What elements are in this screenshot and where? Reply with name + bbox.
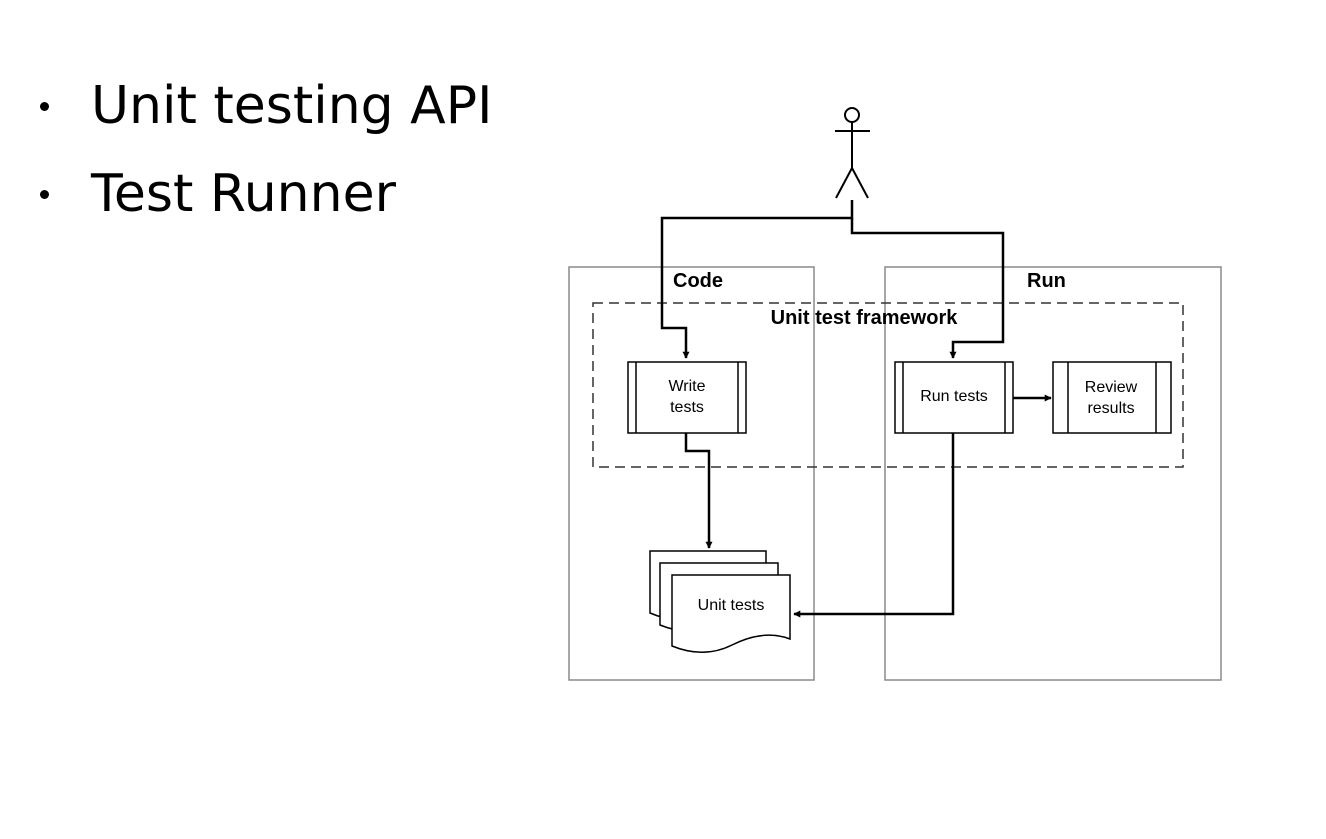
review-results-label-line2: results [1087, 400, 1134, 417]
code-lane [568, 266, 815, 681]
actor-to-run-arrow [850, 218, 1005, 359]
framework-boundary [592, 302, 1184, 468]
actor-icon [835, 107, 870, 199]
run-tests-box: Run tests [894, 361, 1014, 434]
review-results-box: Review results [1052, 361, 1172, 434]
bullet-text: Test Runner [91, 164, 396, 224]
unit-tests-document-stack [649, 550, 791, 653]
run-tests-label: Run tests [920, 388, 988, 405]
code-lane-label: Code [673, 270, 723, 292]
unit-tests-label: Unit tests [698, 597, 765, 614]
bullet-list: Unit testing API Test Runner [40, 62, 492, 238]
run-lane-label: Run [1027, 270, 1066, 292]
run-lane [884, 266, 1222, 681]
framework-label: Unit test framework [771, 307, 959, 329]
write-tests-box: Write tests [627, 361, 747, 434]
write-tests-label-line1: Write [668, 378, 705, 395]
bullet-item: Unit testing API [40, 62, 492, 150]
bullet-dot [40, 101, 49, 111]
actor-to-write-arrow [660, 200, 854, 359]
bullet-item: Test Runner [40, 150, 492, 238]
write-tests-label-line2: tests [670, 399, 704, 416]
bullet-text: Unit testing API [91, 76, 493, 136]
review-results-label-line1: Review [1085, 379, 1138, 396]
bullet-dot [40, 189, 49, 199]
write-to-unit-tests-arrow [684, 433, 713, 549]
run-to-unit-tests-arrow [793, 433, 955, 618]
